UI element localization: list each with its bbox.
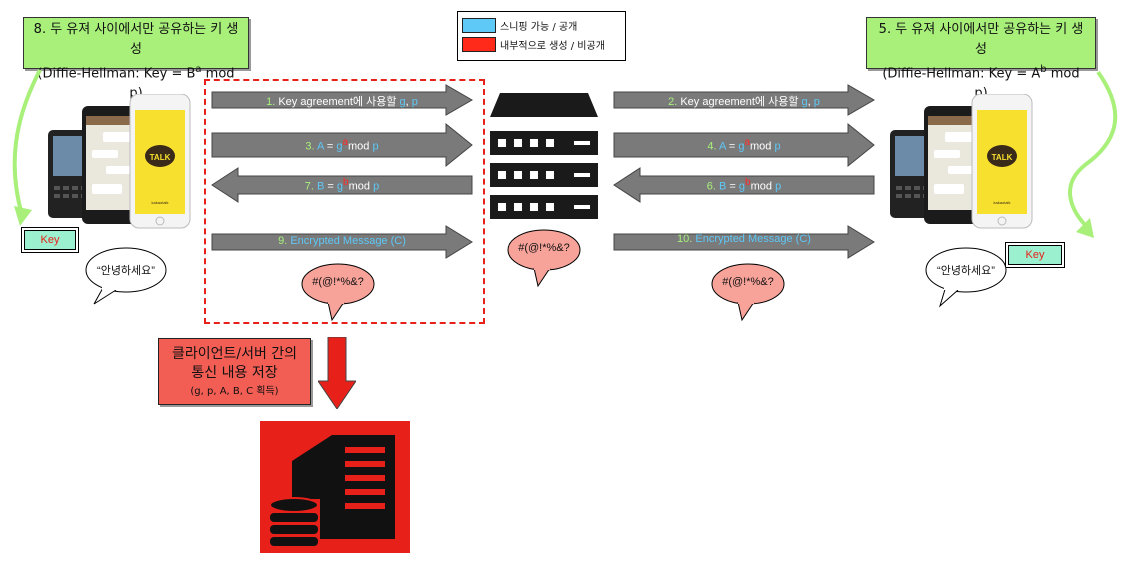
svg-text:TALK: TALK — [992, 153, 1013, 162]
left-talk-badge — [145, 145, 175, 167]
arrow-1-key-agreement: 1. Key agreement에 사용할 g, p — [211, 84, 474, 116]
curve-arrow-right — [1068, 70, 1118, 230]
legend-swatch-red — [462, 37, 496, 52]
bubble-cipher-center-shape — [507, 229, 581, 288]
curve-arrow-left-head — [14, 206, 32, 226]
curve-arrow-right-head — [1076, 218, 1094, 238]
left-phones-image: TALK kakaotalk — [48, 94, 191, 229]
legend-item-public: 스니핑 가능 / 공개 — [462, 18, 577, 33]
key-right: Key — [1005, 242, 1065, 268]
storage-line2: 통신 내용 저장 — [191, 365, 278, 381]
server-top — [490, 93, 598, 117]
note-left-line1: 8. 두 유져 사이에서만 공유하는 키 생성 — [33, 22, 239, 57]
arrow-10-encrypted-message: 10. Encrypted Message (C) — [613, 225, 875, 259]
arrow-6-public-b: 6. B = gbmod p — [613, 167, 875, 203]
key-left: Key — [21, 227, 79, 253]
storage-line3: (g, p, A, B, C 획득) — [190, 386, 279, 397]
arrow-2-key-agreement: 2. Key agreement에 사용할 g, p — [613, 84, 876, 116]
storage-server-icon — [260, 421, 410, 553]
storage-note: 클라이언트/서버 간의 통신 내용 저장 (g, p, A, B, C 획득) — [158, 338, 311, 405]
legend: 스니핑 가능 / 공개 내부적으로 생성 / 비공개 — [457, 11, 626, 61]
svg-text:TALK: TALK — [150, 153, 171, 162]
arrow-9-encrypted-message: 9. Encrypted Message (C) — [211, 225, 473, 259]
bubble-hello-left: “안녕하세요” — [97, 265, 155, 277]
bubble-cipher-right-shape — [711, 263, 785, 322]
sniffing-region — [204, 79, 485, 324]
bubble-cipher-left-shape — [301, 263, 375, 322]
database-icon — [268, 497, 320, 549]
right-phones-image: TALK kakaotalk — [890, 94, 1033, 229]
bubble-hello-left-shape — [85, 247, 167, 305]
curve-arrow-left — [12, 69, 42, 216]
note-right-line1: 5. 두 유져 사이에서만 공유하는 키 생성 — [878, 22, 1084, 57]
arrow-3-public-a: 3. A = gamod p — [211, 122, 473, 168]
svg-text:kakaotalk: kakaotalk — [994, 200, 1011, 205]
down-arrow — [318, 337, 356, 409]
arrow-4-public-a: 4. A = gamod p — [613, 122, 875, 168]
bubble-hello-right: “안녕하세요” — [937, 265, 995, 277]
right-talk-badge — [987, 145, 1017, 167]
legend-item-private: 내부적으로 생성 / 비공개 — [462, 37, 605, 52]
bubble-hello-right-shape — [925, 247, 1007, 308]
storage-line1: 클라이언트/서버 간의 — [171, 346, 298, 362]
arrow-7-public-b: 7. B = gbmod p — [211, 167, 473, 203]
bubble-cipher-left: #(@!*%&? — [312, 276, 364, 288]
bubble-cipher-center: #(@!*%&? — [518, 242, 570, 254]
legend-swatch-blue — [462, 18, 496, 33]
svg-text:kakaotalk: kakaotalk — [152, 200, 169, 205]
server-icon — [490, 93, 598, 219]
bubble-cipher-right: #(@!*%&? — [722, 276, 774, 288]
